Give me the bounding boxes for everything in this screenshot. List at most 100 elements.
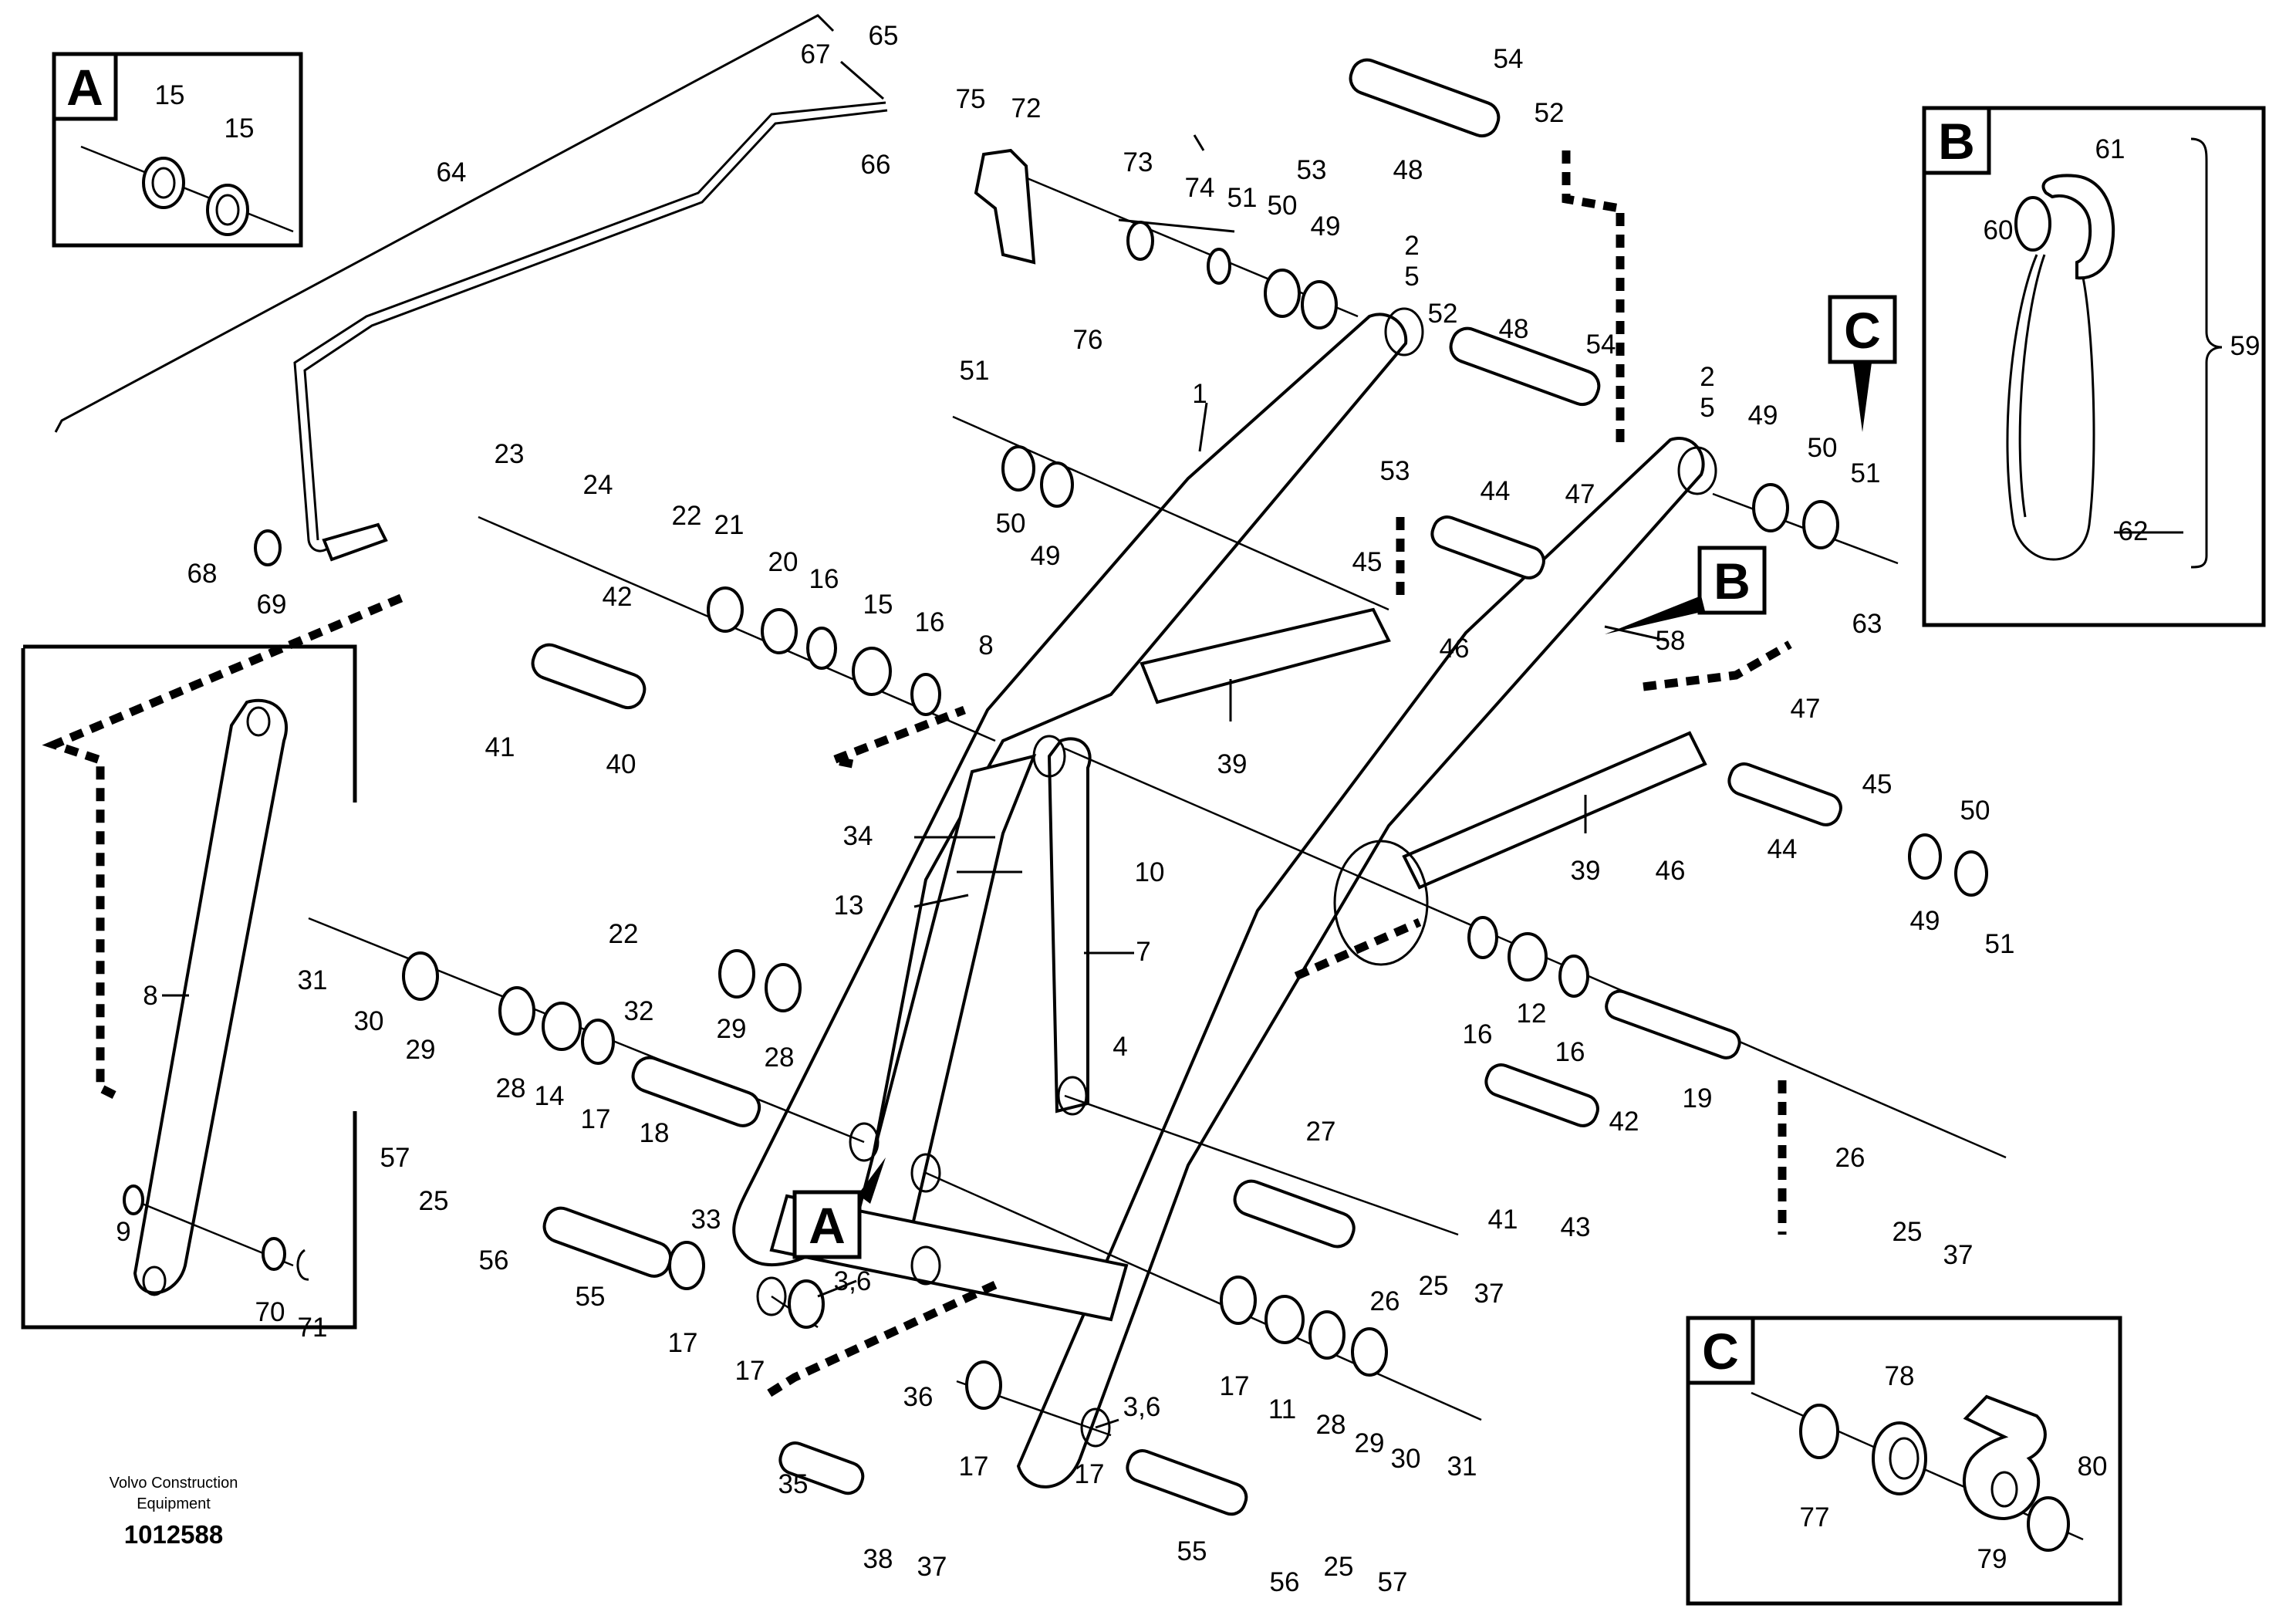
nut-77-shape — [1799, 1404, 1839, 1459]
marker-b-box — [1697, 546, 1767, 615]
label-67: 67 — [801, 39, 831, 69]
label-42-top: 42 — [603, 582, 633, 612]
label-48: 48 — [1499, 314, 1529, 344]
grease-fitting-78-shape — [1872, 1421, 1927, 1495]
label-28-mid: 28 — [765, 1042, 795, 1073]
label-43: 43 — [1561, 1212, 1591, 1242]
label-9: 9 — [116, 1217, 130, 1247]
label-58: 58 — [1656, 626, 1686, 656]
label-20: 20 — [768, 547, 799, 577]
label-33: 33 — [691, 1205, 721, 1235]
label-80: 80 — [2078, 1451, 2108, 1482]
inset-c-letter: C — [1702, 1323, 1739, 1380]
label-24: 24 — [583, 470, 613, 500]
label-57-left: 57 — [380, 1143, 410, 1173]
label-30-left: 30 — [354, 1006, 384, 1036]
label-73: 73 — [1123, 147, 1153, 177]
sleeve-69-shape — [254, 529, 282, 566]
callout-markers: A B C — [792, 295, 1897, 1259]
label-50-lower: 50 — [1960, 796, 1990, 826]
boom-right-shape — [1016, 437, 1705, 1489]
credit-block: Volvo Construction Equipment 1012588 — [110, 1475, 238, 1549]
label-4: 4 — [1113, 1032, 1127, 1062]
label-46-right: 46 — [1656, 856, 1686, 886]
label-51-left: 51 — [960, 356, 990, 386]
label-29-left: 29 — [406, 1035, 436, 1065]
label-16-top2: 16 — [915, 607, 945, 637]
label-52: 52 — [1428, 299, 1458, 329]
pin-55-lower-shape — [1126, 1449, 1248, 1516]
label-50-right: 50 — [1808, 433, 1838, 463]
label-46-top: 46 — [1440, 634, 1470, 664]
hardware-parts — [402, 58, 1988, 1516]
pin-55-shape — [542, 1206, 673, 1278]
label-1: 1 — [1192, 379, 1207, 409]
pin-27-shape — [1233, 1179, 1356, 1249]
dashed-connectors — [42, 150, 1792, 1401]
label-56-left: 56 — [479, 1245, 509, 1276]
label-57-lower: 57 — [1378, 1567, 1408, 1597]
label-54-top: 54 — [1494, 44, 1524, 74]
label-8-inset: 8 — [143, 981, 157, 1011]
label-51-right: 51 — [1851, 458, 1881, 488]
inset-a-tag — [52, 52, 118, 121]
label-50-top: 50 — [1268, 191, 1298, 221]
marker-b-arrow — [1605, 596, 1705, 634]
label-68: 68 — [187, 559, 218, 589]
cylinder-39-left-shape — [1140, 607, 1391, 705]
label-17-lower2: 17 — [1075, 1459, 1105, 1489]
label-37-right: 37 — [1943, 1240, 1974, 1270]
label-15-inset-a1: 15 — [155, 80, 185, 110]
label-60: 60 — [1984, 215, 2014, 245]
label-31-left: 31 — [298, 965, 328, 995]
label-18: 18 — [640, 1118, 670, 1148]
label-42-right: 42 — [1609, 1107, 1639, 1137]
label-23: 23 — [495, 439, 525, 469]
label-61: 61 — [2095, 134, 2125, 164]
label-17-right-lower: 17 — [1220, 1371, 1250, 1401]
credit-line2: Equipment — [137, 1495, 211, 1512]
label-66: 66 — [861, 150, 891, 180]
label-71: 71 — [298, 1313, 328, 1343]
label-41-top: 41 — [485, 732, 515, 762]
label-25-mid: 25 — [1419, 1271, 1449, 1301]
label-31-right: 31 — [1447, 1451, 1477, 1482]
label-10: 10 — [1135, 857, 1165, 887]
bracket-79-shape — [1962, 1394, 2047, 1521]
inset-a-letter: A — [66, 59, 103, 116]
label-49-right: 49 — [1748, 400, 1778, 431]
inset-a: A — [52, 52, 303, 248]
label-62: 62 — [2119, 516, 2149, 546]
label-52-top: 52 — [1535, 98, 1565, 128]
label-16-right1: 16 — [1463, 1019, 1493, 1049]
label-65: 65 — [869, 21, 899, 51]
marker-b-letter: B — [1714, 552, 1751, 610]
label-21: 21 — [714, 510, 745, 540]
label-74: 74 — [1185, 173, 1215, 203]
label-13: 13 — [834, 890, 864, 921]
label-76: 76 — [1073, 325, 1103, 355]
label-49-lower: 49 — [1910, 906, 1940, 936]
label-5-left: 5 — [1404, 262, 1419, 292]
inset-b-tag — [1922, 106, 1991, 175]
label-29-right: 29 — [1355, 1428, 1385, 1458]
label-50-left: 50 — [996, 509, 1026, 539]
label-72: 72 — [1011, 93, 1042, 123]
label-55-lower: 55 — [1177, 1536, 1207, 1566]
label-39-right: 39 — [1571, 856, 1601, 886]
label-3-6-left: 3,6 — [834, 1266, 872, 1296]
cylinder-39-right-shape — [1402, 731, 1707, 890]
label-25-right: 25 — [1893, 1217, 1923, 1247]
inset-b: B — [1922, 106, 2266, 627]
label-37-lower: 37 — [917, 1552, 947, 1582]
label-51-lower: 51 — [1985, 929, 2015, 959]
pin-18-shape — [631, 1056, 761, 1127]
nut-80-shape — [2027, 1496, 2070, 1552]
label-16-right2: 16 — [1555, 1037, 1585, 1067]
label-56-lower: 56 — [1270, 1567, 1300, 1597]
label-5-right: 5 — [1700, 393, 1714, 423]
label-29-mid: 29 — [717, 1014, 747, 1044]
label-47-top: 47 — [1565, 479, 1595, 509]
inset-c-tag — [1686, 1316, 1755, 1385]
